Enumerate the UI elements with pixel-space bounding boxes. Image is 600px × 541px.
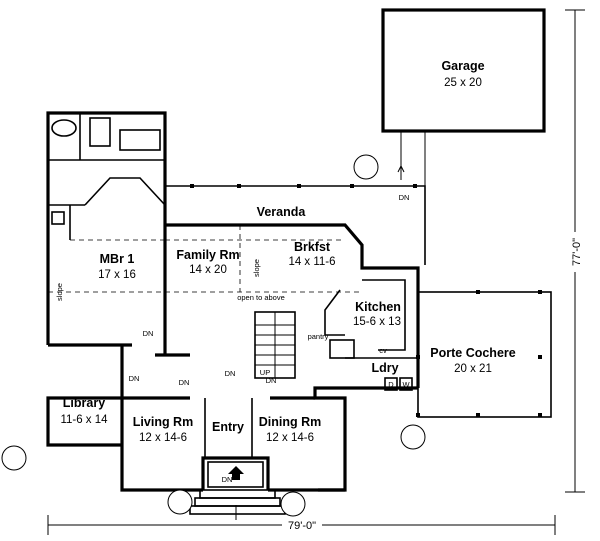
room-porte-cochere: Porte Cochere 20 x 21 xyxy=(430,346,515,375)
overall-depth-label: 77'-0" xyxy=(571,238,583,266)
room-kitchen: Kitchen 15-6 x 13 xyxy=(353,300,401,328)
entry-stoop xyxy=(189,461,286,520)
washer-note: W xyxy=(402,380,410,389)
porte-cochere-structure xyxy=(416,290,552,418)
room-dining: Dining Rm 12 x 14-6 xyxy=(259,415,322,444)
room-mbr1: MBr 1 17 x 16 xyxy=(98,252,136,281)
room-name: Entry xyxy=(212,420,244,434)
room-name: Ldry xyxy=(371,361,398,375)
room-size: 11-6 x 14 xyxy=(60,414,108,426)
room-size: 14 x 20 xyxy=(189,264,227,276)
dryer-note: D xyxy=(388,380,394,389)
bath-fixtures xyxy=(51,117,161,225)
dn-note: DN xyxy=(129,374,140,383)
slope-note: slope xyxy=(55,283,64,301)
room-size: 25 x 20 xyxy=(444,77,482,89)
room-size: 12 x 14-6 xyxy=(266,432,314,444)
open-to-above-note: open to above xyxy=(237,293,285,302)
room-size: 15-6 x 13 xyxy=(353,316,401,328)
exterior-walls xyxy=(46,111,420,492)
room-name: Library xyxy=(63,396,105,410)
room-entry: Entry xyxy=(212,420,244,434)
cv-note: cv xyxy=(379,346,387,355)
room-name: MBr 1 xyxy=(100,252,135,266)
dimension-labels: 79'-0" 77'-0" xyxy=(282,232,583,532)
garage-structure xyxy=(381,8,546,186)
room-family: Family Rm 14 x 20 xyxy=(176,248,239,276)
room-name: Living Rm xyxy=(133,415,193,429)
overall-width-label: 79'-0" xyxy=(288,520,316,532)
interior-walls xyxy=(48,113,418,458)
room-size: 20 x 21 xyxy=(454,363,492,375)
room-name: Kitchen xyxy=(355,300,401,314)
dn-note: DN xyxy=(399,193,410,202)
slope-note: slope xyxy=(252,259,261,277)
room-name: Family Rm xyxy=(176,248,239,262)
room-name: Dining Rm xyxy=(259,415,322,429)
dn-note: DN xyxy=(179,378,190,387)
veranda-structure xyxy=(165,184,426,265)
room-size: 14 x 11-6 xyxy=(288,256,335,268)
room-name: Garage xyxy=(441,59,484,73)
pantry-note: pantry xyxy=(308,332,329,341)
room-ldry: Ldry xyxy=(371,361,398,375)
room-library: Library 11-6 x 14 xyxy=(60,396,108,426)
room-garage: Garage 25 x 20 xyxy=(441,59,484,89)
room-name: Veranda xyxy=(257,205,307,219)
dn-note: DN xyxy=(266,376,277,385)
plan-notes: open to above pantry cv D W UP DN DN DN … xyxy=(55,193,410,484)
room-living: Living Rm 12 x 14-6 xyxy=(133,415,193,444)
room-name: Porte Cochere xyxy=(430,346,515,360)
dn-note: DN xyxy=(143,329,154,338)
room-size: 17 x 16 xyxy=(98,269,136,281)
room-veranda: Veranda xyxy=(257,205,307,219)
room-size: 12 x 14-6 xyxy=(139,432,187,444)
room-name: Brkfst xyxy=(294,240,331,254)
dn-note: DN xyxy=(222,475,233,484)
dashed-lines xyxy=(48,225,362,293)
up-note: UP xyxy=(260,368,270,377)
room-brkfst: Brkfst 14 x 11-6 xyxy=(288,240,335,268)
landscape-trees xyxy=(1,154,426,517)
dn-note: DN xyxy=(225,369,236,378)
